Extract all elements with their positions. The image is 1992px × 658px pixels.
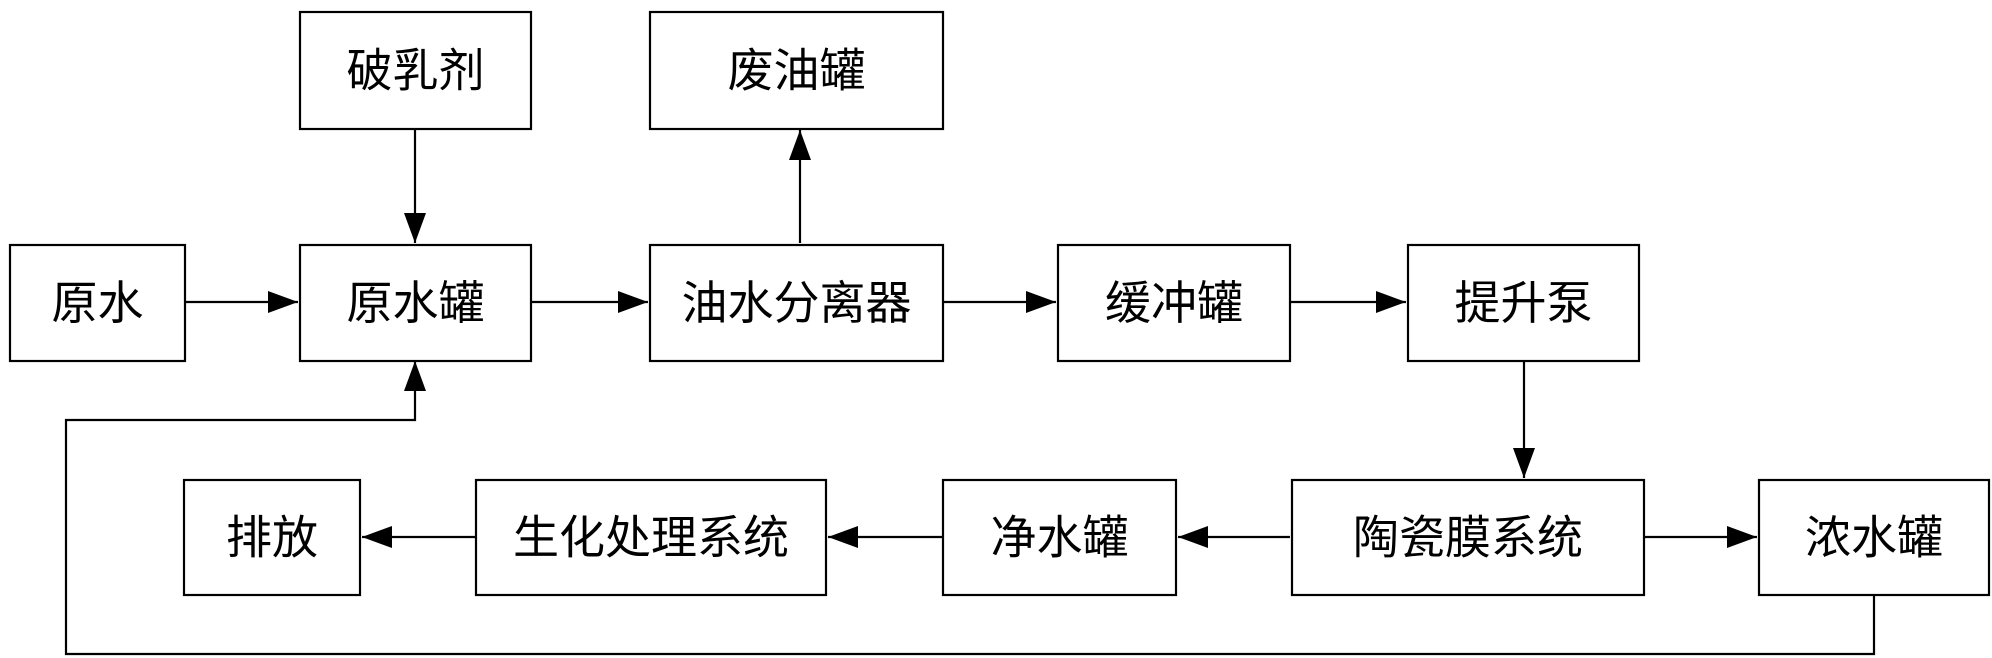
node-raw-water-tank: 原水罐 [298,243,533,363]
node-label: 提升泵 [1455,276,1593,330]
node-demulsifier: 破乳剂 [298,10,533,131]
node-label: 原水罐 [347,276,485,330]
node-label: 生化处理系统 [513,511,789,565]
node-discharge: 排放 [182,478,362,597]
node-label: 排放 [226,511,318,565]
node-concentrate-tank: 浓水罐 [1757,478,1991,597]
node-label: 缓冲罐 [1105,276,1243,330]
node-label: 油水分离器 [682,276,912,330]
node-label: 陶瓷膜系统 [1353,511,1583,565]
node-oil-water-separator: 油水分离器 [648,243,945,363]
node-raw-water: 原水 [8,243,187,363]
connectors [64,130,1876,656]
node-biochemical-treatment-system: 生化处理系统 [474,478,828,597]
node-label: 浓水罐 [1805,511,1943,565]
node-buffer-tank: 缓冲罐 [1056,243,1292,363]
node-label: 净水罐 [991,511,1129,565]
node-lift-pump: 提升泵 [1406,243,1641,363]
node-clean-water-tank: 净水罐 [941,478,1178,597]
node-waste-oil-tank: 废油罐 [648,10,945,131]
node-label: 破乳剂 [347,44,485,98]
node-label: 废油罐 [728,44,866,98]
node-ceramic-membrane-system: 陶瓷膜系统 [1290,478,1646,597]
arrow-concentrate-tank-recycle-to-raw-water-tank [64,361,1876,656]
node-label: 原水 [52,276,144,330]
